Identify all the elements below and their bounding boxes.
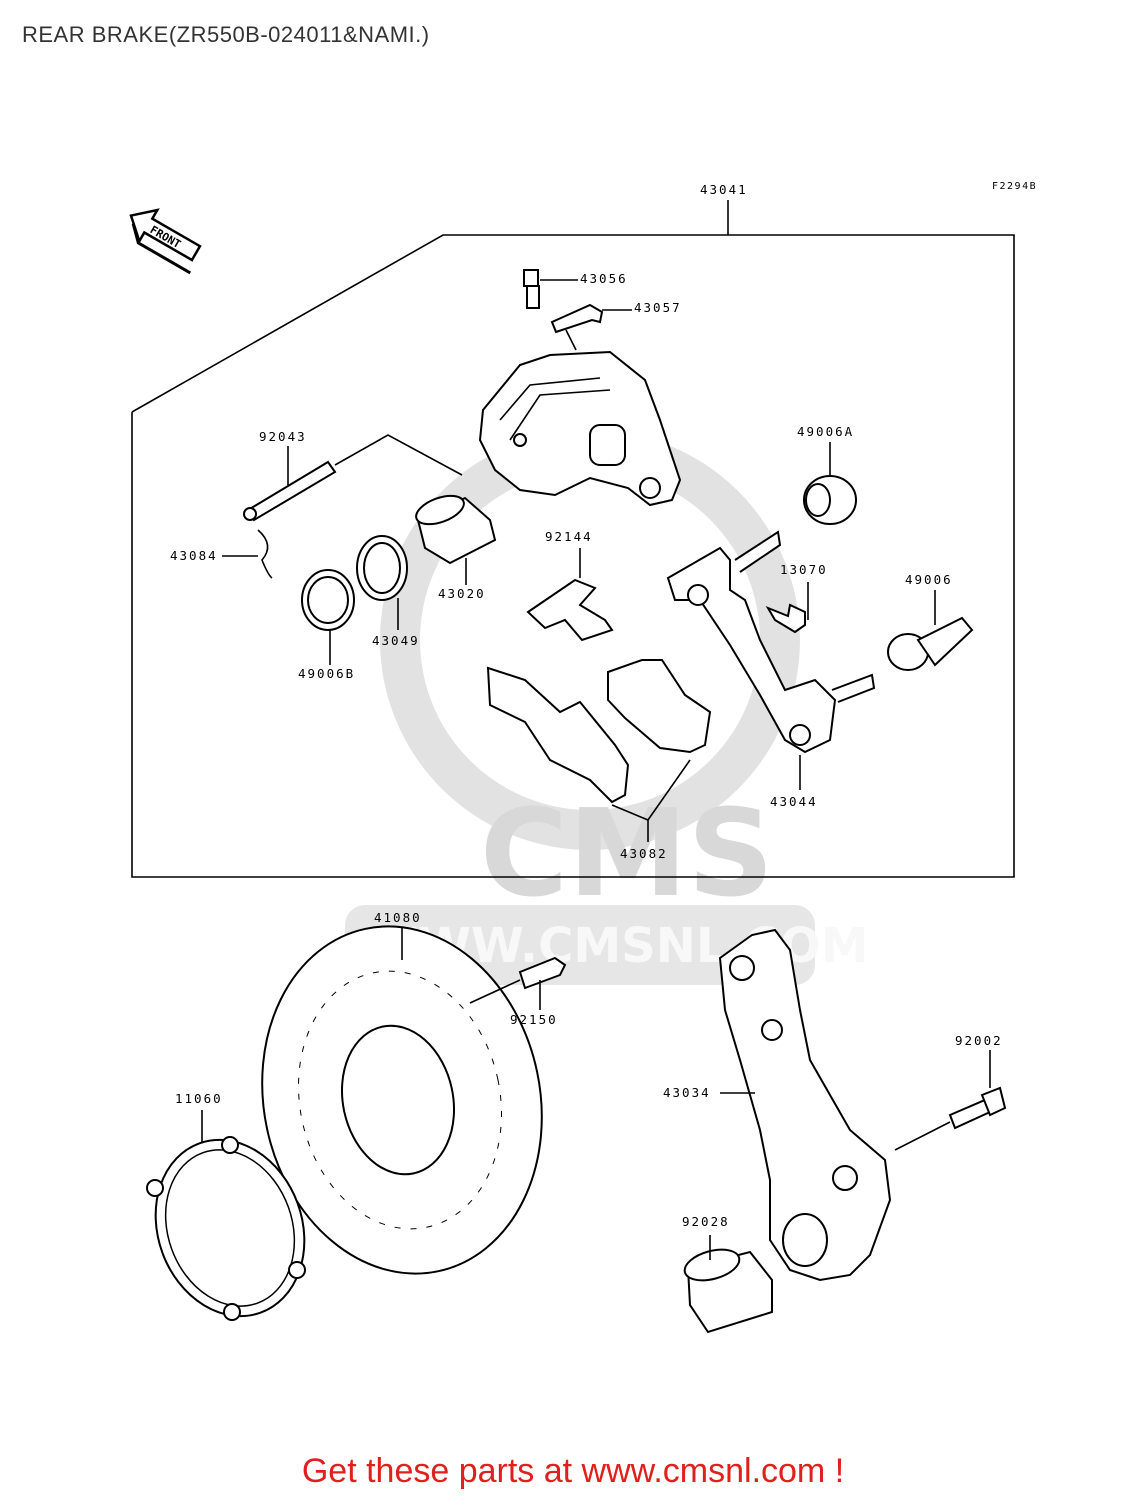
label-43056: 43056: [580, 271, 628, 286]
pin-clip: [222, 529, 273, 579]
label-43084: 43084: [170, 548, 218, 563]
piston: [415, 494, 497, 585]
bleeder-valve: [523, 269, 578, 309]
brake-pads: [486, 659, 712, 842]
label-49006: 49006: [905, 572, 953, 587]
label-92150: 92150: [510, 1012, 558, 1027]
boot-pin: [887, 590, 974, 671]
label-92043: 92043: [259, 429, 307, 444]
bracket-clip: [765, 582, 809, 634]
caliper-assembly-frame: [131, 234, 1015, 878]
brake-disc: [261, 925, 543, 1275]
label-11060: 11060: [175, 1091, 223, 1106]
disc-bolt: [469, 956, 567, 1010]
piston-seal: [356, 535, 408, 630]
watermark-brand: CMS: [480, 785, 774, 924]
page-title: REAR BRAKE(ZR550B-024011&NAMI.): [22, 22, 430, 47]
caliper-mount-arm: [718, 928, 892, 1282]
bleeder-cap: [550, 303, 632, 334]
label-92002: 92002: [955, 1033, 1003, 1048]
pad-spring: [526, 548, 614, 642]
caliper-pin: [243, 434, 463, 522]
label-41080: 41080: [374, 910, 422, 925]
mount-bolt: [894, 1050, 1007, 1151]
label-49006B: 49006B: [298, 666, 355, 681]
label-13070: 13070: [780, 562, 828, 577]
label-43082: 43082: [620, 846, 668, 861]
label-43049: 43049: [372, 633, 420, 648]
front-arrow-icon: FRONT: [129, 208, 202, 275]
label-92144: 92144: [545, 529, 593, 544]
label-43020: 43020: [438, 586, 486, 601]
caliper-bracket: [666, 530, 876, 790]
label-49006A: 49006A: [797, 424, 854, 439]
label-43057: 43057: [634, 300, 682, 315]
boot-a: [803, 442, 857, 525]
figure-code: F2294B: [992, 181, 1037, 192]
footer-link[interactable]: Get these parts at www.cmsnl.com !: [301, 1452, 845, 1490]
label-43034: 43034: [663, 1085, 711, 1100]
label-43041: 43041: [700, 182, 748, 197]
label-43044: 43044: [770, 794, 818, 809]
label-92028: 92028: [682, 1214, 730, 1229]
dust-seal: [301, 569, 355, 665]
caliper-body: [478, 350, 682, 507]
disc-gasket: [146, 1110, 306, 1321]
collar: [683, 1235, 773, 1334]
